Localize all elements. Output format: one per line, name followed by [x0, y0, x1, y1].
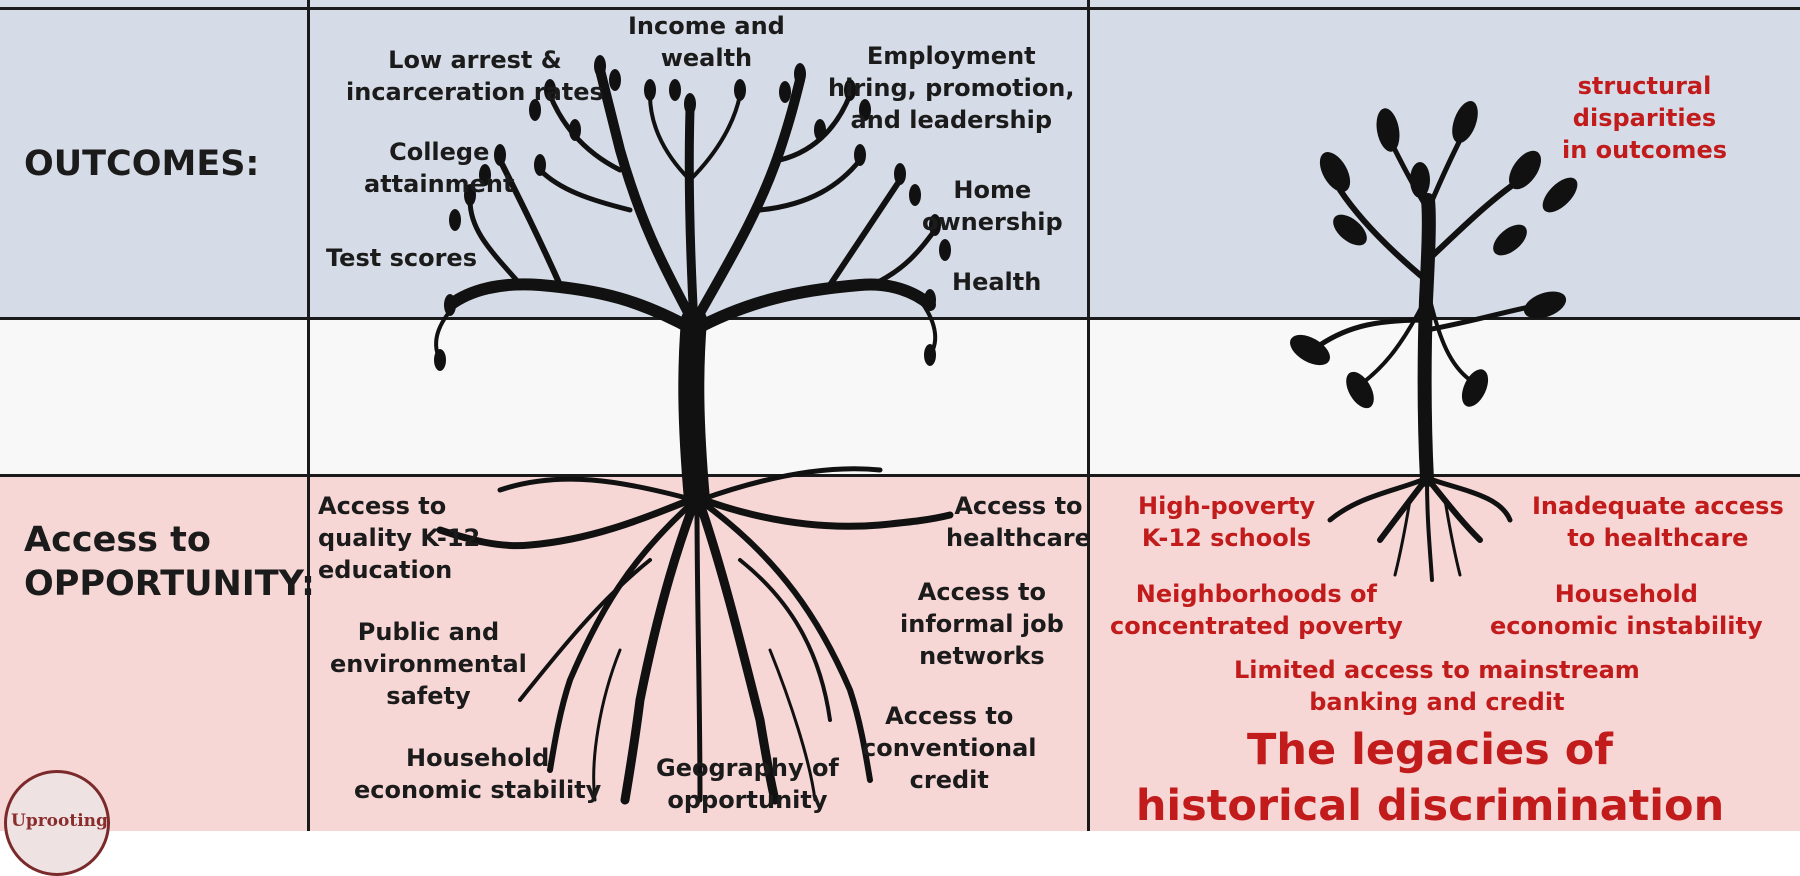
middle-band [0, 319, 1800, 476]
healthy-tree-leaves [434, 55, 951, 371]
row-label-access-1: Access to [24, 520, 211, 560]
row-label-access-2: OPPORTUNITY: [24, 564, 315, 604]
tree-illustrations [434, 55, 1578, 805]
grid-line-top [0, 7, 1800, 10]
uprooting-logo: Uprooting [4, 770, 110, 876]
unhealthy-tree-leaves [1290, 100, 1578, 409]
grid-line-col-2 [1087, 0, 1090, 831]
grid-line-1 [0, 317, 1800, 320]
outcome-label-test-scores: Test scores [326, 244, 477, 272]
row-label-outcomes: OUTCOMES: [24, 144, 260, 184]
outcome-label-health: Health [952, 268, 1042, 296]
unhealthy-tree-illustration [1317, 127, 1543, 487]
grid-line-2 [0, 474, 1800, 477]
access-band [0, 476, 1800, 831]
grid-line-col-1 [307, 0, 310, 831]
healthy-tree-illustration [434, 65, 938, 513]
outcome-label-arrest: Low arrest &incarceration rates [346, 46, 604, 106]
unhealthy-tree-roots [1327, 475, 1513, 582]
healthy-tree-roots [436, 466, 954, 805]
